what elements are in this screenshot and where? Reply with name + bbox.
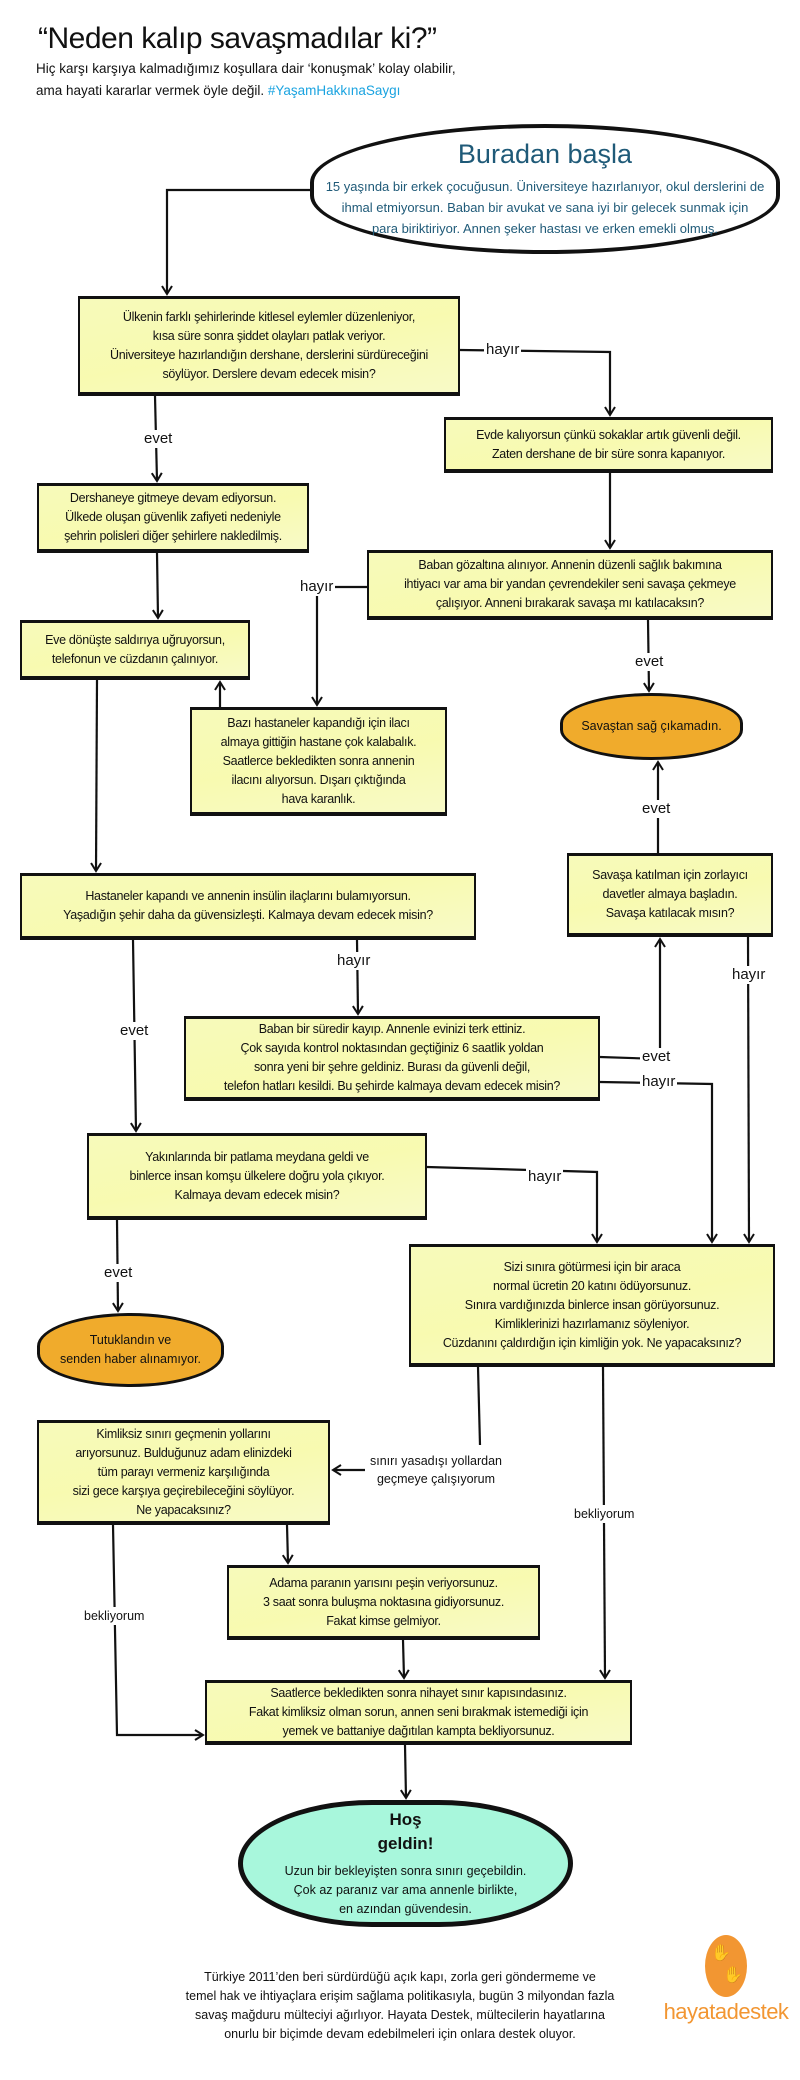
start-title: Buradan başla [457, 139, 633, 169]
arrow-start-to-protests [161, 188, 310, 296]
arrow-invitations-no [743, 936, 755, 1244]
hands-icon: ✋✋ [705, 1935, 747, 1997]
label-newcity-no: hayır [640, 1073, 678, 1091]
arrow-explosion-no [426, 1165, 603, 1244]
node-explosion: Yakınlarında bir patlama meydana geldi v… [87, 1133, 427, 1220]
node-protests: Ülkenin farklı şehirlerinde kitlesel eyl… [78, 296, 460, 396]
start-text: 15 yaşında bir erkek çocuğusun. Üniversi… [325, 179, 765, 236]
arrow-protests-no [459, 348, 616, 417]
node-invitations: Savaşa katılman için zorlayıcı davetler … [567, 853, 773, 937]
page-title: “Neden kalıp savaşmadılar ki?” [38, 22, 437, 55]
node-robbed: Eve dönüşte saldırıya uğruyorsun, telefo… [20, 620, 250, 680]
node-hospital: Bazı hastaneler kapandığı için ilacı alm… [190, 707, 447, 816]
label-border-illegal: sınırı yasadışı yollardan geçmeye çalışı… [368, 1452, 505, 1488]
page-subtitle: Hiç karşı karşıya kalmadığımız koşullara… [36, 58, 456, 102]
node-camp: Saatlerce bekledikten sonra nihayet sını… [205, 1680, 632, 1745]
arrow-camp-to-final [400, 1744, 412, 1800]
arrow-smuggler-to-halfmoney [281, 1524, 294, 1565]
label-explosion-no: hayır [526, 1168, 564, 1186]
arrow-halfmoney-to-camp [397, 1639, 410, 1680]
node-father-detained: Baban gözaltına alınıyor. Annenin düzenl… [367, 550, 773, 620]
end-war: Savaştan sağ çıkamadın. [560, 693, 743, 760]
node-half-money: Adama paranın yarısını peşin veriyorsunu… [227, 1565, 540, 1640]
arrow-smuggler-wait [111, 1524, 205, 1741]
label-detained-yes: evet [633, 653, 666, 671]
logo-text: hayatadestek [663, 1999, 789, 2024]
arrow-newcity-yes [599, 937, 666, 1061]
node-insulin: Hastaneler kapandı ve annenin insülin il… [20, 873, 476, 940]
node-new-city: Baban bir süredir kayıp. Annenle evinizi… [184, 1016, 600, 1101]
line-border-illegal [476, 1366, 482, 1446]
arrow-detained-no [311, 585, 367, 707]
label-detained-no: hayır [298, 578, 336, 596]
node-go-course: Dershaneye gitmeye devam ediyorsun. Ülke… [37, 483, 309, 553]
final-title: Hoş geldin! [377, 1810, 434, 1853]
label-protests-no: hayır [484, 341, 522, 359]
subtitle-text: Hiç karşı karşıya kalmadığımız koşullara… [36, 61, 456, 98]
node-border-car: Sizi sınıra götürmesi için bir araca nor… [409, 1244, 775, 1367]
start-node: Buradan başla 15 yaşında bir erkek çocuğ… [310, 124, 780, 254]
label-insulin-yes: evet [118, 1022, 151, 1040]
label-smuggler-wait: bekliyorum [82, 1607, 147, 1625]
label-insulin-no: hayır [335, 952, 373, 970]
end-arrested: Tutuklandın ve senden haber alınamıyor. [37, 1313, 224, 1387]
node-stay-home: Evde kalıyorsun çünkü sokaklar artık güv… [444, 417, 773, 473]
hayata-destek-logo[interactable]: ✋✋ hayatadestek [660, 1935, 792, 2025]
final-node: Hoş geldin! Uzun bir bekleyişten sonra s… [238, 1800, 573, 1927]
label-newcity-yes: evet [640, 1048, 673, 1066]
label-explosion-yes: evet [102, 1264, 135, 1282]
label-invitations-yes: evet [640, 800, 673, 818]
hashtag-link[interactable]: #YaşamHakkınaSaygı [267, 83, 401, 98]
node-smuggler: Kimliksiz sınırı geçmenin yollarını arıy… [37, 1420, 330, 1525]
label-protests-yes: evet [142, 430, 175, 448]
arrow-newcity-no [599, 1080, 718, 1244]
footer-text: Türkiye 2011’den beri sürdürdüğü açık ka… [185, 1970, 615, 2041]
arrow-robbed-to-insulin [90, 679, 102, 873]
label-invitations-no: hayır [730, 966, 768, 984]
arrow-course-to-robbed [152, 552, 164, 620]
label-border-wait: bekliyorum [572, 1505, 637, 1523]
final-text: Uzun bir bekleyişten sonra sınırı geçebi… [284, 1864, 527, 1916]
